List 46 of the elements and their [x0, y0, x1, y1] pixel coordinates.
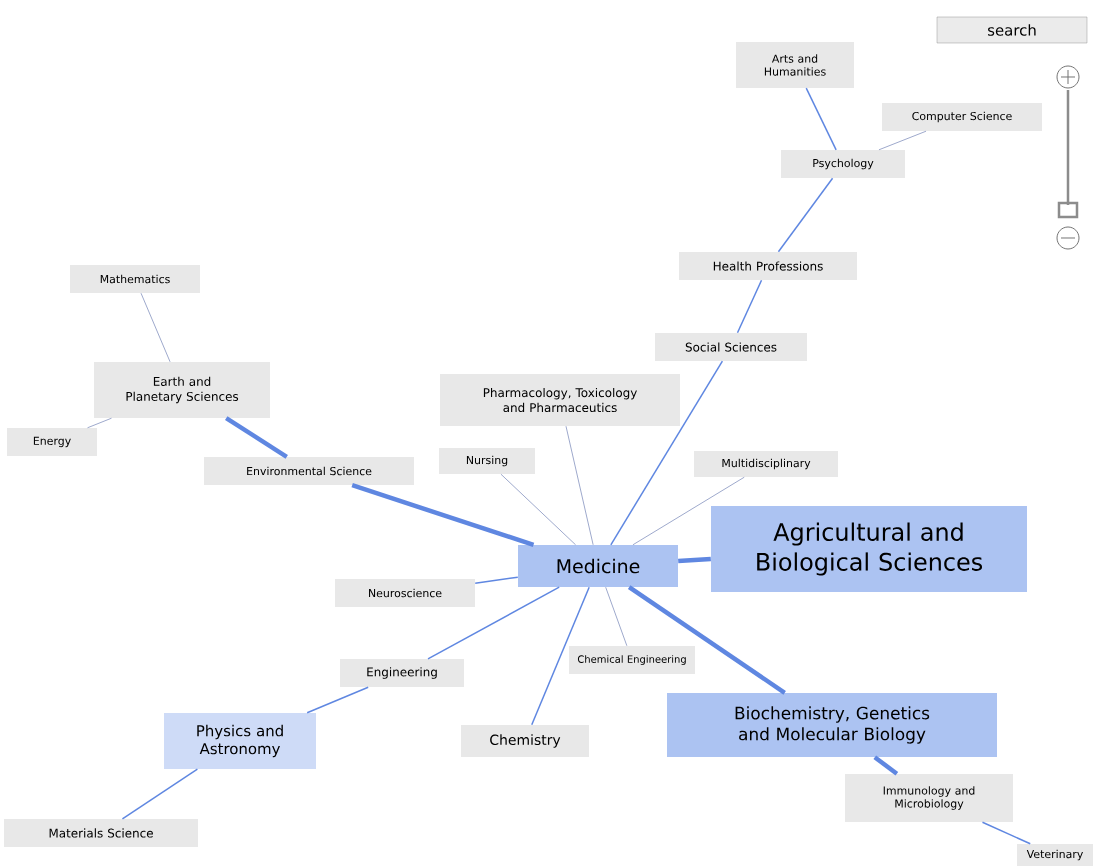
subject-box: Materials Science	[4, 819, 198, 847]
search-button: search	[936, 16, 1088, 44]
subject-box: Pharmacology, Toxicology and Pharmaceutics	[440, 374, 680, 426]
connector-line	[121, 768, 199, 820]
subject-box: Chemical Engineering	[569, 646, 695, 674]
subject-box: Immunology and Microbiology	[845, 774, 1013, 822]
connector-line	[873, 755, 899, 776]
connector-line	[981, 821, 1031, 845]
connector-line	[805, 87, 837, 151]
connector-line	[678, 556, 711, 564]
subject-box: Multidisciplinary	[694, 451, 838, 477]
connector-line	[632, 476, 745, 546]
subject-box: Computer Science	[882, 103, 1042, 131]
subject-box: Veterinary	[1017, 844, 1093, 866]
connector-line	[351, 483, 535, 547]
subject-box: Engineering	[340, 659, 464, 687]
connector-line	[500, 473, 577, 546]
connector-line	[140, 292, 171, 363]
subject-box: Health Professions	[679, 252, 857, 280]
connector-line	[427, 586, 560, 660]
connector-line	[474, 576, 519, 584]
connector-line	[225, 416, 288, 459]
subject-box: Biochemistry, Genetics and Molecular Biology	[667, 693, 997, 757]
subject-box: Agricultural and Biological Sciences	[711, 506, 1027, 592]
subject-box: Neuroscience	[335, 579, 475, 607]
subject-box: Nursing	[439, 448, 535, 474]
subject-box: Chemistry	[461, 725, 589, 757]
connector-line	[627, 585, 786, 695]
subject-box: Mathematics	[70, 265, 200, 293]
connector-line	[306, 686, 369, 714]
connector-line	[610, 360, 724, 546]
connector-line	[878, 130, 927, 151]
subject-box: Environmental Science	[204, 457, 414, 485]
subject-box: Social Sciences	[655, 333, 807, 361]
subject-box: Medicine	[518, 545, 678, 587]
connector-line	[531, 586, 590, 726]
subject-box: Psychology	[781, 150, 905, 178]
subject-box: Earth and Planetary Sciences	[94, 362, 270, 418]
connector-line	[736, 279, 763, 334]
subject-box: Physics and Astronomy	[164, 713, 316, 769]
connector-line	[605, 586, 628, 647]
connector-line	[87, 417, 112, 429]
connector-line	[565, 425, 594, 546]
subject-box: Energy	[7, 428, 97, 456]
subject-box: Arts and Humanities	[736, 42, 854, 88]
connector-line	[777, 177, 834, 253]
